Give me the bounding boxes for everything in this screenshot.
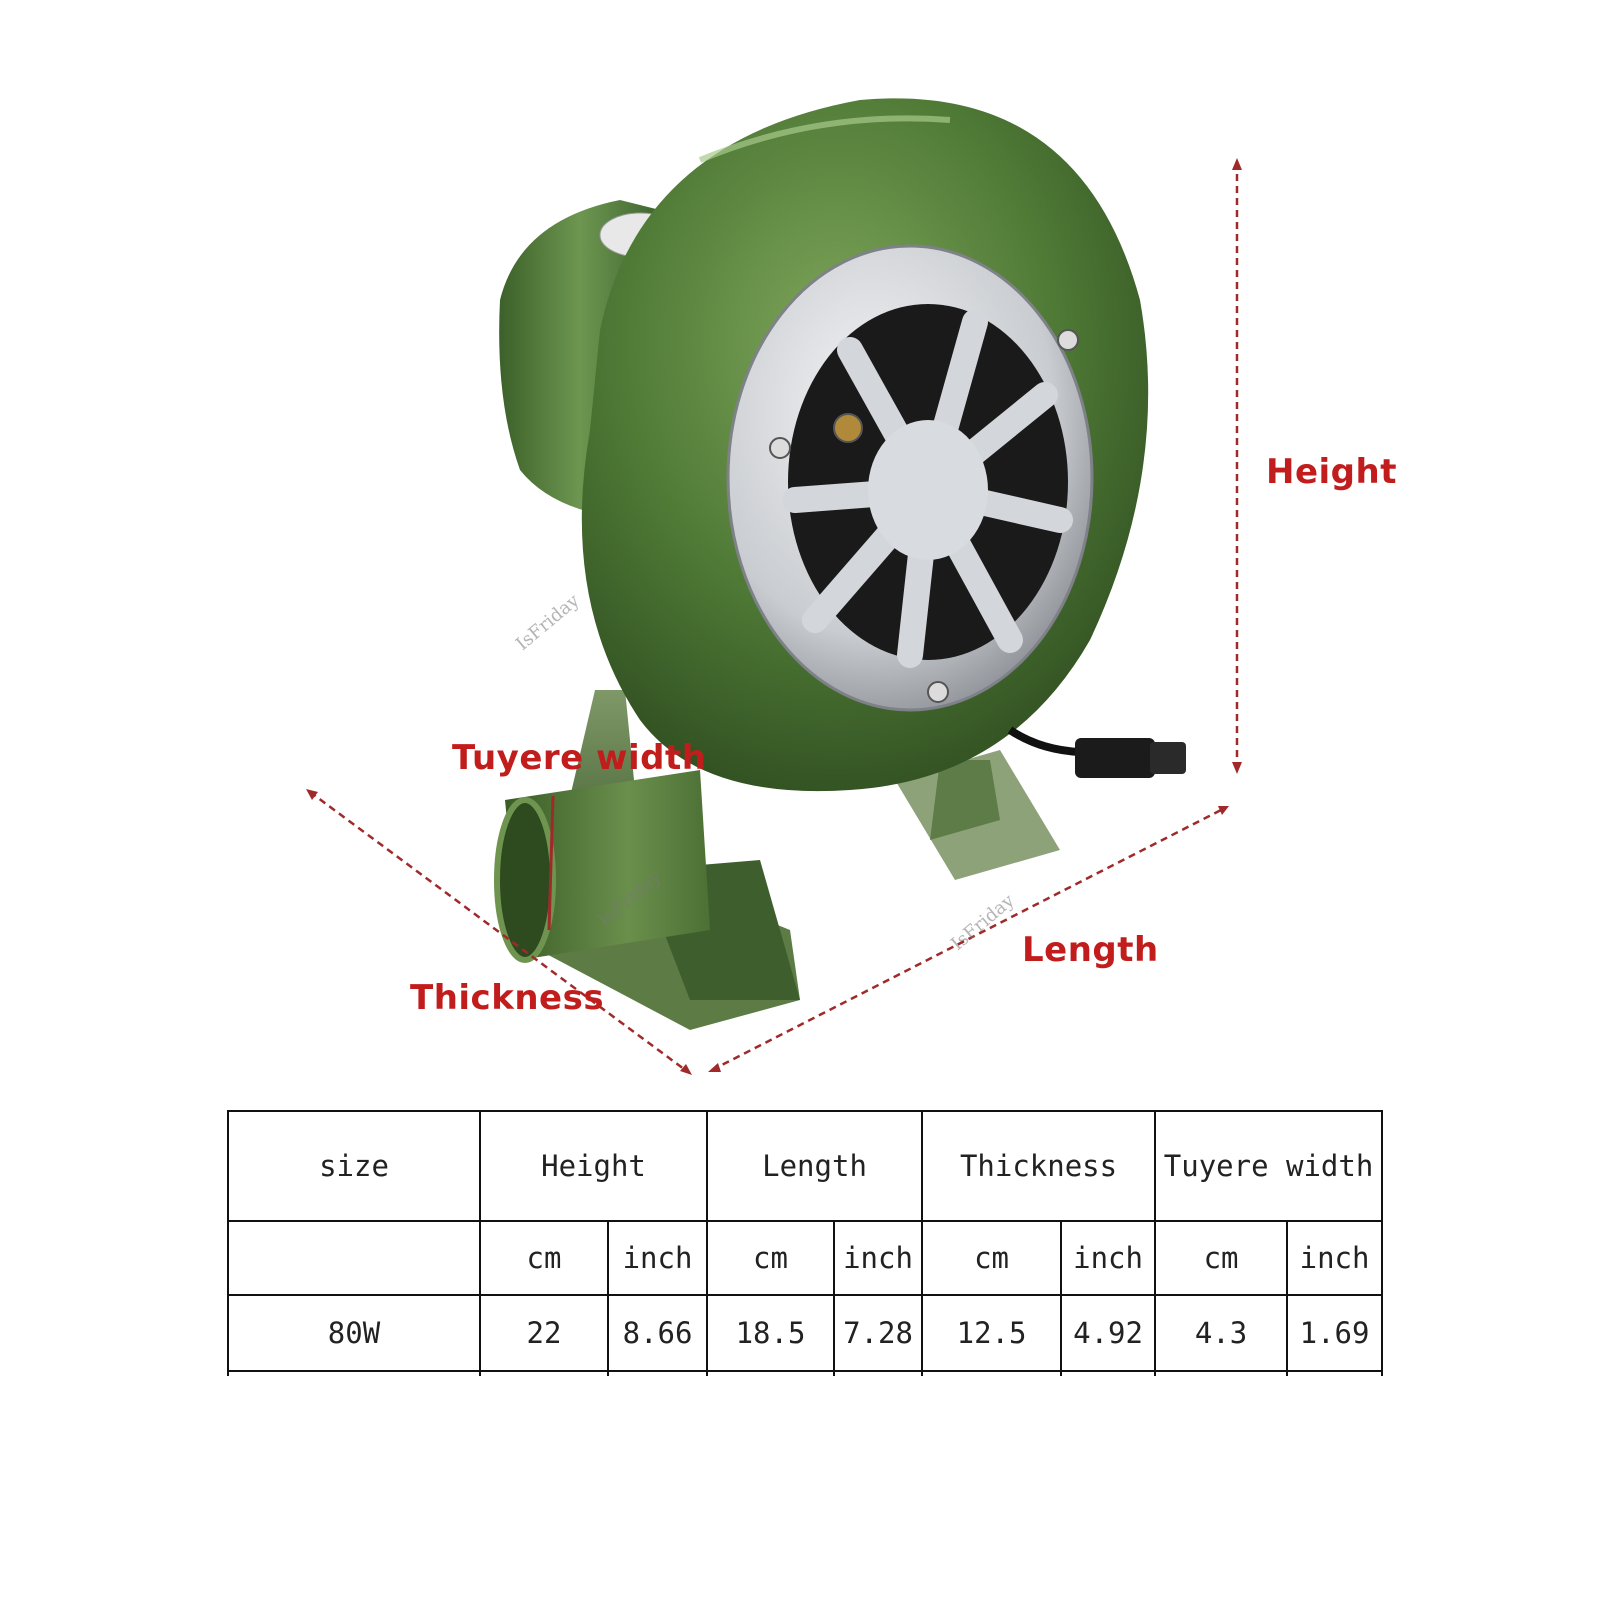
table-cell: 18.5 bbox=[706, 1294, 836, 1372]
table-unit-cell bbox=[227, 1220, 481, 1296]
table-row-tail bbox=[227, 1370, 1384, 1376]
table-unit-cell: inch bbox=[606, 1220, 709, 1296]
screw-icon bbox=[769, 437, 791, 459]
table-cell-empty bbox=[1154, 1370, 1289, 1376]
table-cell: 12.5 bbox=[921, 1294, 1063, 1372]
table-unit-cell: cm bbox=[1154, 1220, 1289, 1296]
table-cell: 8.66 bbox=[606, 1294, 709, 1372]
face-plate bbox=[726, 244, 1094, 712]
table-header-row: size Height Length Thickness Tuyere widt… bbox=[227, 1110, 1384, 1222]
thickness-label: Thickness bbox=[410, 978, 605, 1018]
thickness-dimension-line bbox=[309, 790, 689, 1074]
table-cell-empty bbox=[479, 1370, 609, 1376]
table-unit-cell: inch bbox=[1060, 1220, 1157, 1296]
table-units-row: cm inch cm inch cm inch cm inch bbox=[227, 1220, 1384, 1296]
dimension-lines bbox=[309, 162, 1239, 1074]
table-unit-cell: cm bbox=[921, 1220, 1063, 1296]
table-unit-cell: cm bbox=[479, 1220, 609, 1296]
size-spec-table: size Height Length Thickness Tuyere widt… bbox=[227, 1110, 1384, 1376]
table-header-cell: Tuyere width bbox=[1154, 1110, 1384, 1222]
table-unit-cell: inch bbox=[1286, 1220, 1384, 1296]
table-cell-empty bbox=[921, 1370, 1063, 1376]
outlet-tube bbox=[494, 770, 710, 963]
table-cell: 7.28 bbox=[833, 1294, 924, 1372]
arrowheads bbox=[306, 158, 1242, 1075]
screw-icon bbox=[1057, 329, 1079, 351]
table-cell-empty bbox=[1060, 1370, 1157, 1376]
table-cell-empty bbox=[606, 1370, 709, 1376]
length-dimension-line bbox=[711, 806, 1226, 1072]
screw-icon bbox=[927, 681, 949, 703]
table-cell-empty bbox=[227, 1370, 481, 1376]
table-cell-empty bbox=[1286, 1370, 1384, 1376]
tuyere-width-label: Tuyere width bbox=[452, 738, 707, 778]
table-header-cell: size bbox=[227, 1110, 481, 1222]
table-header-cell: Height bbox=[478, 1110, 709, 1222]
table-header-cell: Length bbox=[706, 1110, 924, 1222]
tuyere-dimension-line bbox=[547, 795, 555, 931]
power-cable bbox=[1007, 726, 1186, 778]
table-cell: 4.3 bbox=[1154, 1294, 1289, 1372]
table-header-cell: Thickness bbox=[921, 1110, 1157, 1222]
table-cell-empty bbox=[706, 1370, 836, 1376]
table-cell: 80W bbox=[227, 1294, 481, 1372]
table-cell: 22 bbox=[479, 1294, 609, 1372]
length-label: Length bbox=[1022, 930, 1159, 970]
table-unit-cell: cm bbox=[706, 1220, 836, 1296]
height-label: Height bbox=[1266, 452, 1397, 492]
table-cell: 1.69 bbox=[1286, 1294, 1384, 1372]
table-unit-cell: inch bbox=[833, 1220, 924, 1296]
table-cell: 4.92 bbox=[1060, 1294, 1157, 1372]
table-row: 80W 22 8.66 18.5 7.28 12.5 4.92 4.3 1.69 bbox=[227, 1294, 1384, 1372]
table-cell-empty bbox=[833, 1370, 924, 1376]
